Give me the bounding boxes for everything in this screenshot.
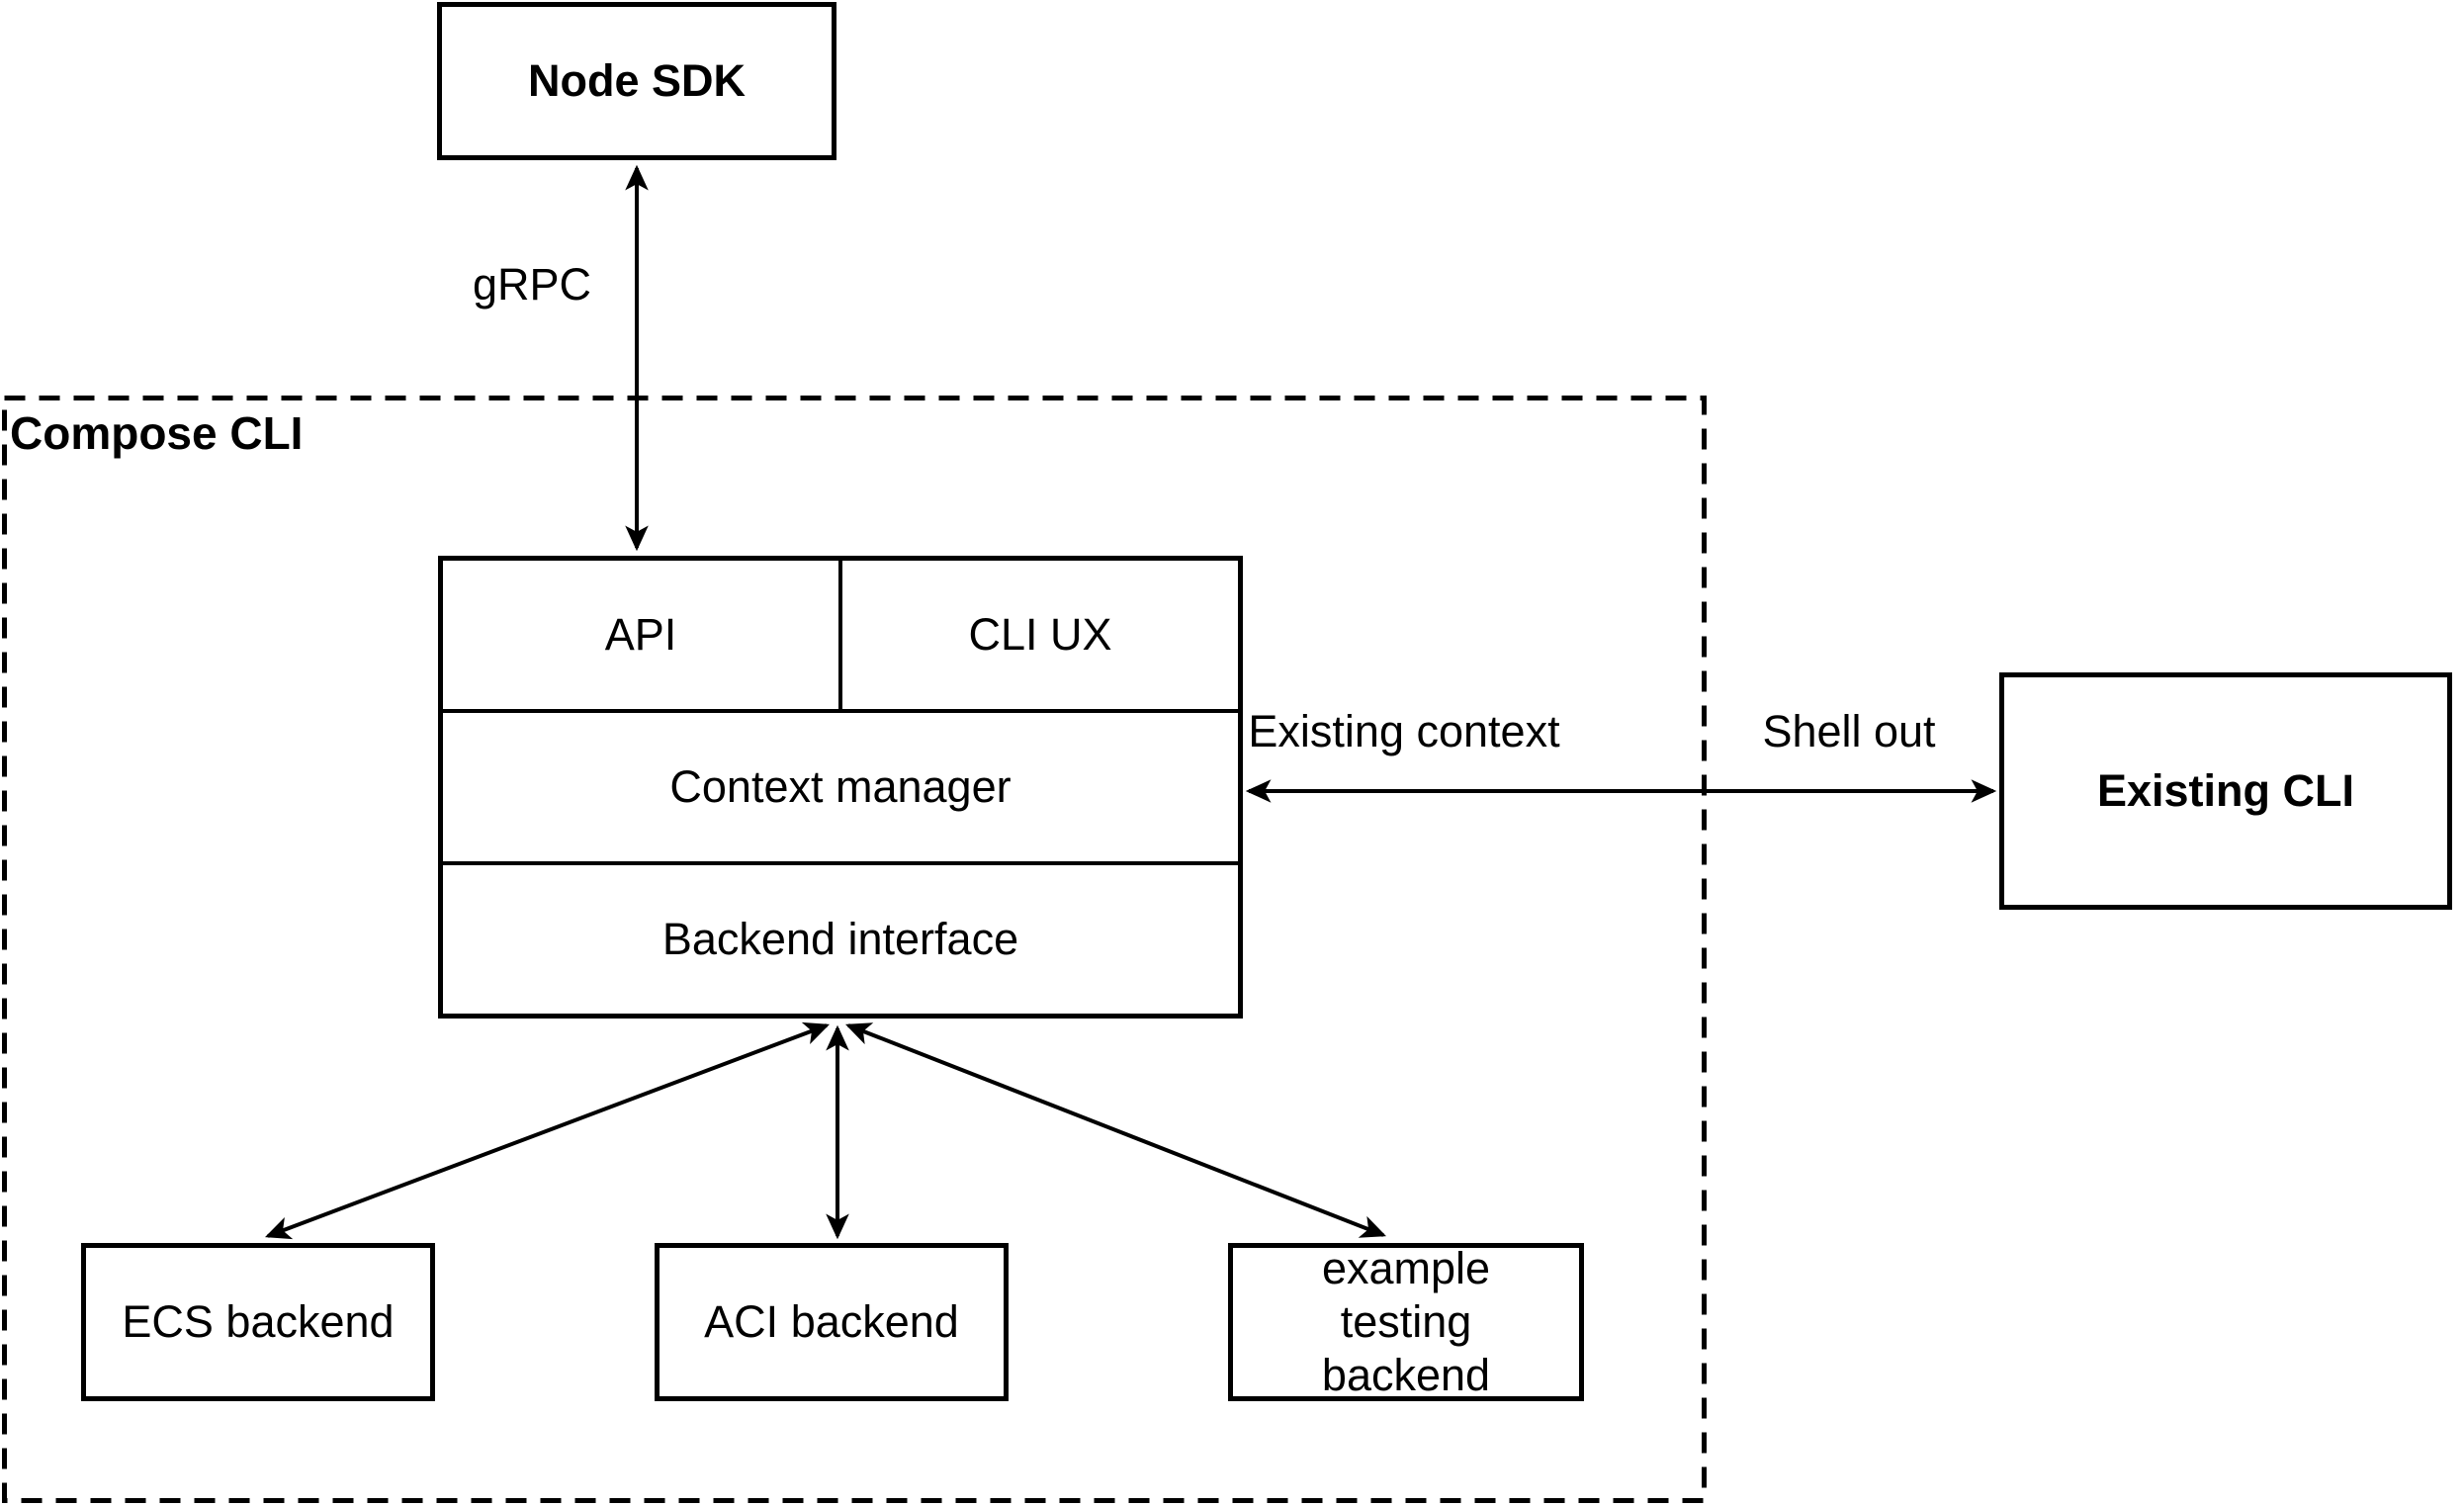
node-backend-interface: Backend interface (443, 861, 1238, 1014)
backend-interface-label: Backend interface (661, 914, 1019, 964)
cli-ux-label: CLI UX (968, 609, 1112, 660)
example-testing-backend-arrow (845, 1022, 1386, 1238)
existing-cli-label: Existing CLI (2096, 765, 2355, 816)
compose-cli-container-border (2, 396, 1707, 1503)
node-example-testing-backend: example testing backend (1228, 1243, 1584, 1401)
node-node-sdk: Node SDK (437, 2, 836, 160)
compose-cli-container-label: Compose CLI (10, 407, 304, 459)
edge-label-grpc: gRPC (472, 259, 592, 310)
ecs-backend-label: ECS backend (122, 1296, 395, 1347)
context-manager-label: Context manager (669, 761, 1012, 812)
node-existing-cli: Existing CLI (1999, 672, 2452, 910)
edge-label-shell-out: Shell out (1762, 706, 1936, 756)
node-compose-cli-stack: API CLI UX Context manager Backend inter… (438, 556, 1243, 1019)
example-testing-backend-label: example testing backend (1321, 1243, 1491, 1400)
aci-backend-label: ACI backend (704, 1296, 959, 1347)
ecs-backend-arrow (264, 1021, 831, 1240)
node-cli-ux: CLI UX (842, 561, 1238, 709)
node-context-manager: Context manager (443, 709, 1238, 861)
node-ecs-backend: ECS backend (81, 1243, 435, 1401)
edge-label-existing-context: Existing context (1248, 706, 1560, 756)
node-api: API (443, 561, 842, 709)
api-label: API (604, 609, 677, 660)
node-aci-backend: ACI backend (655, 1243, 1009, 1401)
stack-top-row: API CLI UX (443, 561, 1238, 709)
node-sdk-label: Node SDK (527, 55, 746, 106)
